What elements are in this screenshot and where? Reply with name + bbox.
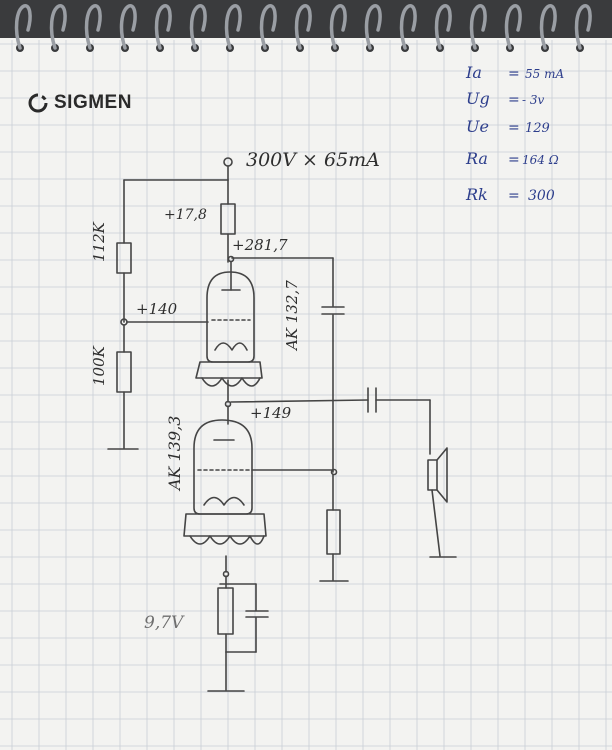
spiral-ring: [574, 4, 592, 50]
grid-voltage-label: +140: [136, 300, 178, 318]
paper-sheet: [0, 38, 612, 750]
spiral-ring: [224, 4, 242, 50]
cathode-voltage-label: 9,7V: [144, 613, 185, 633]
spiral-ring: [329, 4, 347, 50]
divider-bottom-label: 100K: [90, 345, 108, 386]
note-eq-ue: =: [508, 120, 520, 136]
brand-name: SIGMEN: [54, 92, 132, 113]
note-eq-ug: =: [508, 92, 520, 108]
blue-ink-notes: Ia = 55 mA Ug = - 3v Ue = 129 Ra = 164 Ω…: [465, 63, 564, 204]
brand-logo: SIGMEN: [28, 92, 132, 114]
upper-tube-label: AK 132,7: [283, 280, 301, 352]
note-label-ue: Ue: [466, 117, 489, 136]
note-value-ug: - 3v: [522, 93, 545, 107]
spiral-ring: [259, 4, 277, 50]
note-label-ia: Ia: [465, 63, 482, 82]
midpoint-label: +149: [250, 404, 292, 422]
graph-grid: [0, 40, 612, 750]
lower-vacuum-tube: [183, 419, 338, 545]
note-value-rk: 300: [528, 188, 555, 204]
spiral-ring: [434, 4, 452, 50]
circuit-diagram: [107, 157, 457, 692]
ring-logo-icon: [28, 93, 48, 113]
note-eq-rk: =: [508, 188, 520, 204]
note-eq-ia: =: [508, 66, 520, 82]
note-label-ug: Ug: [466, 89, 490, 108]
spiral-ring: [399, 4, 417, 50]
note-value-ia: 55 mA: [525, 67, 564, 81]
note-label-rk: Rk: [465, 185, 488, 204]
upper-vacuum-tube: [195, 261, 263, 387]
spiral-ring: [469, 4, 487, 50]
spiral-ring: [189, 4, 207, 50]
spiral-ring: [119, 4, 137, 50]
note-value-ra: 164 Ω: [522, 153, 559, 167]
anode-voltage-label: +281,7: [232, 236, 288, 254]
divider-top-label: 112K: [90, 221, 108, 262]
note-eq-ra: =: [508, 152, 520, 168]
spiral-binding: [14, 4, 592, 52]
spiral-ring: [84, 4, 102, 50]
spiral-ring: [504, 4, 522, 50]
spiral-ring: [154, 4, 172, 50]
spiral-ring: [49, 4, 67, 50]
note-value-ue: 129: [525, 121, 550, 136]
spiral-ring: [294, 4, 312, 50]
note-label-ra: Ra: [465, 149, 488, 168]
spiral-ring: [539, 4, 557, 50]
spiral-ring: [14, 4, 32, 50]
spiral-ring: [364, 4, 382, 50]
anode-resistor-label: +17,8: [164, 207, 207, 223]
lower-tube-label: AK 139,3: [165, 416, 184, 492]
supply-label: 300V × 65mA: [246, 149, 380, 171]
